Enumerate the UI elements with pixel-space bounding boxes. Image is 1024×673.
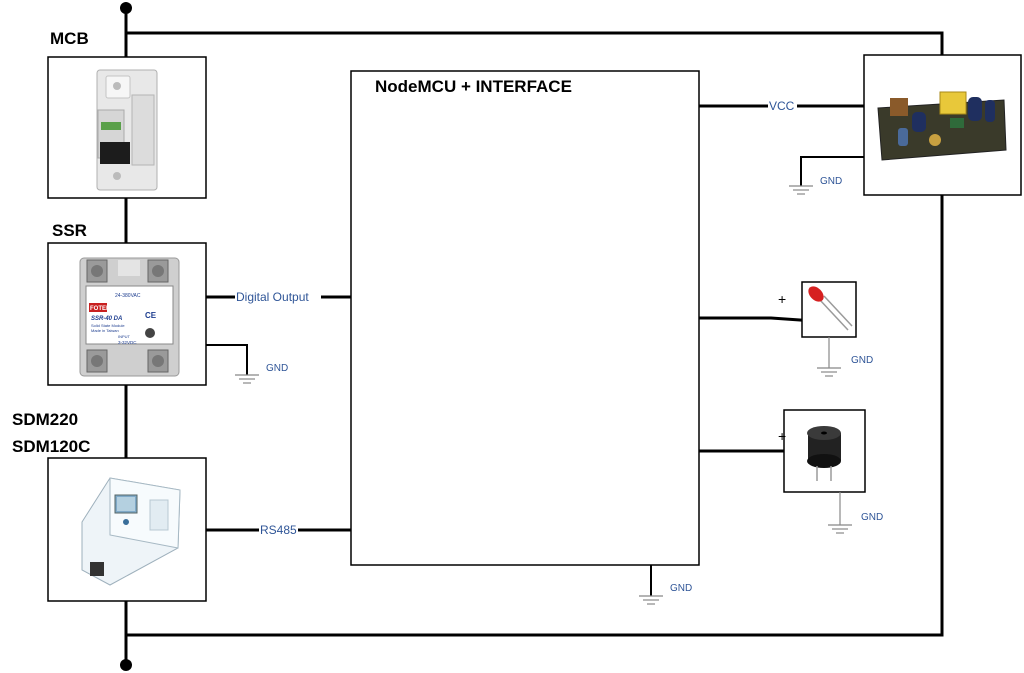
ssr-subtitle-text: Solid State Module [91, 323, 125, 328]
rs485-label: RS485 [260, 523, 297, 537]
led-icon [808, 286, 853, 331]
led-box: + [778, 281, 857, 338]
mcb-box [47, 56, 207, 199]
meter-image [81, 477, 181, 586]
ssr-brand-text: FOTEK [90, 306, 111, 312]
buzzer-box: + [778, 409, 866, 493]
ground-symbol-ssr: GND [235, 363, 288, 384]
meter-label-line2: SDM120C [12, 437, 90, 456]
gnd-label-led: GND [851, 355, 873, 366]
ssr-origin-text: Made in Taiwan [91, 328, 119, 333]
ssr-dc-range-text: 3-32VDC [118, 340, 137, 345]
meter-box [47, 457, 207, 602]
controller-box: NodeMCU + INTERFACE [350, 70, 700, 566]
controller-label: NodeMCU + INTERFACE [375, 77, 572, 96]
buzzer-plus-sign: + [778, 428, 786, 444]
ssr-image: 24-380VAC FOTEK SSR-40 DA Solid State Mo… [79, 257, 180, 377]
ssr-input-text: INPUT [118, 334, 131, 339]
mcb-image [96, 69, 158, 191]
bus-loop-wire [126, 31, 944, 637]
gnd-label-buzzer: GND [861, 512, 883, 523]
ground-symbol-psu: GND [789, 176, 842, 195]
ssr-model-text: SSR-40 DA [91, 316, 122, 322]
gnd-label-psu: GND [820, 176, 842, 187]
gnd-label-controller: GND [670, 583, 692, 594]
mcb-label: MCB [50, 29, 89, 48]
ground-symbol-buzzer: GND [828, 492, 883, 534]
ssr-ac-range-text: 24-380VAC [115, 293, 141, 299]
gnd-label-ssr: GND [266, 363, 288, 374]
ground-symbol-controller: GND [639, 583, 692, 605]
led-plus-sign: + [778, 291, 786, 307]
psu-gnd-wire [800, 156, 864, 186]
ground-symbols: GND GND GND GND GND [235, 176, 883, 605]
power-supply-image [877, 91, 1007, 161]
vcc-label: VCC [769, 99, 795, 113]
ground-symbol-led: GND [817, 337, 873, 377]
bottom-terminal-dot [120, 659, 132, 671]
digital-output-label: Digital Output [236, 290, 309, 304]
buzzer-icon [807, 426, 841, 481]
top-terminal-dot [120, 2, 132, 14]
ssr-label: SSR [52, 221, 87, 240]
ssr-ce-mark: CE [145, 311, 157, 320]
ssr-gnd-wire [206, 344, 248, 375]
ssr-box: 24-380VAC FOTEK SSR-40 DA Solid State Mo… [47, 242, 207, 386]
meter-label-line1: SDM220 [12, 410, 78, 429]
power-supply-box [863, 54, 1022, 196]
